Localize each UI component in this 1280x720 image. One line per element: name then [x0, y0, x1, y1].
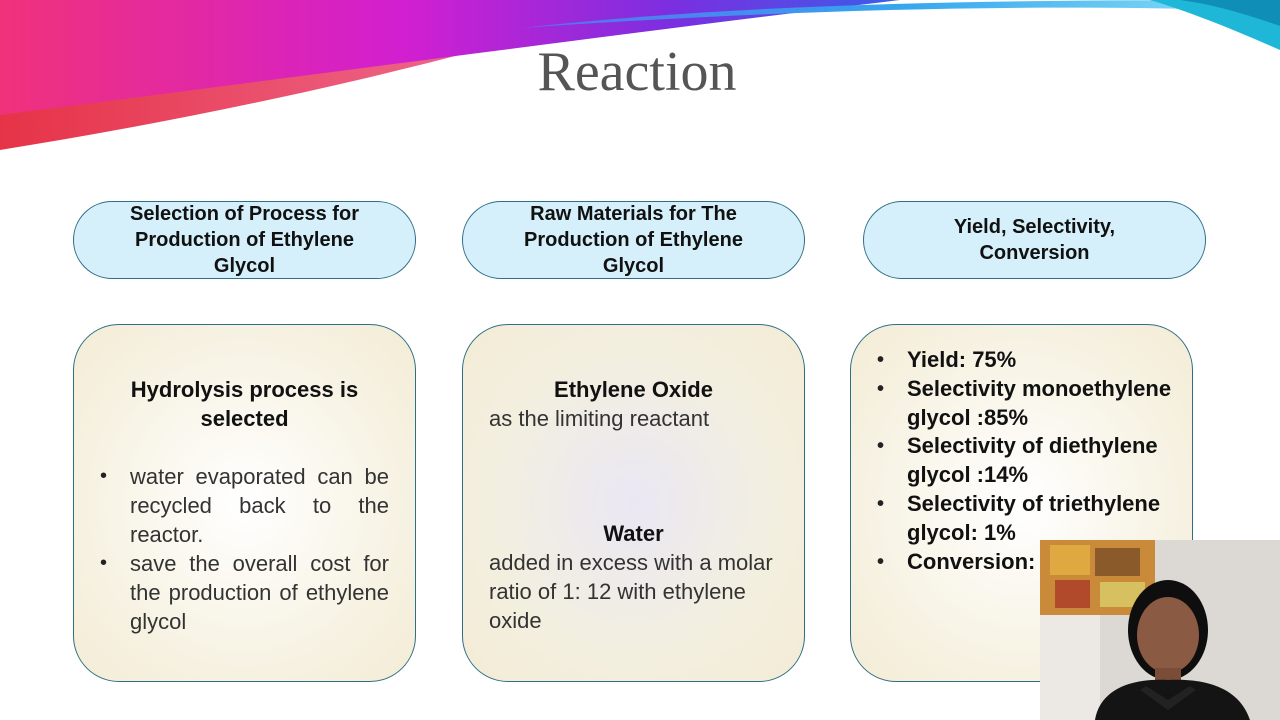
card-process-selection: Hydrolysis process is selected water eva… [73, 324, 416, 682]
banner-swoosh [0, 0, 1280, 150]
process-heading: Hydrolysis process is selected [130, 377, 359, 431]
ethylene-oxide-title: Ethylene Oxide [554, 377, 713, 402]
list-item: water evaporated can be recycled back to… [74, 462, 389, 549]
yield-bullet-list: Yield: 75% Selectivity monoethylene glyc… [851, 346, 1172, 576]
header-process-selection-label: Selection of Process for Production of E… [130, 203, 359, 277]
ethylene-oxide-text: as the limiting reactant [489, 406, 710, 431]
slide-title: Reaction [537, 41, 737, 103]
process-bullet-list: water evaporated can be recycled back to… [74, 462, 389, 636]
header-process-selection: Selection of Process for Production of E… [73, 201, 416, 279]
list-item: Conversion: [851, 548, 1172, 577]
presenter-video-icon [1040, 540, 1280, 720]
water-title: Water [603, 521, 664, 546]
list-item: Selectivity of diethylene glycol :14% [851, 432, 1172, 490]
card-raw-materials: Ethylene Oxide as the limiting reactant … [462, 324, 805, 682]
list-item: Yield: 75% [851, 346, 1172, 375]
list-item: Selectivity monoethylene glycol :85% [851, 375, 1172, 433]
list-item: save the overall cost for the production… [74, 549, 389, 636]
list-item: Selectivity of triethylene glycol: 1% [851, 490, 1172, 548]
presenter-webcam [1040, 540, 1280, 720]
header-yield: Yield, Selectivity, Conversion [863, 201, 1206, 279]
header-raw-materials: Raw Materials for The Production of Ethy… [462, 201, 805, 279]
header-raw-materials-label: Raw Materials for The Production of Ethy… [524, 203, 743, 277]
water-text: added in excess with a molar ratio of 1:… [489, 550, 773, 633]
header-yield-label: Yield, Selectivity, Conversion [953, 216, 1116, 264]
